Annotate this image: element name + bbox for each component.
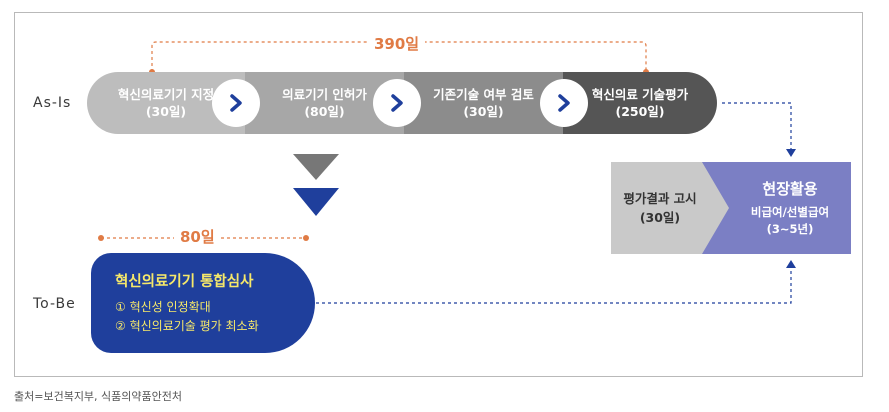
to-be-item-1: ① 혁신성 인정확대 xyxy=(115,300,211,314)
notice-box: 평가결과 고시 (30일) xyxy=(611,162,709,254)
source-caption: 출처=보건복지부, 식품의약품안전처 xyxy=(14,390,183,403)
step-days: (250일) xyxy=(615,104,665,119)
to-be-title: 혁신의료기기 통합심사 xyxy=(115,274,254,290)
step-days: (30일) xyxy=(145,104,187,119)
as-is-step-4: 혁신의료 기술평가 (250일) xyxy=(563,72,717,134)
arrow-head-icon xyxy=(786,260,796,268)
arrow-down-triangle-icon xyxy=(293,188,339,216)
field-use-shape xyxy=(702,162,851,254)
as-is-to-result-connector xyxy=(722,102,792,150)
as-is-duration-bracket xyxy=(151,41,647,72)
field-use-box: 현장활용 비급여/선별급여 (3~5년) xyxy=(729,162,851,254)
as-is-label: As-Is xyxy=(33,95,72,111)
to-be-to-result-connector xyxy=(316,267,792,304)
as-is-step-3: 기존기술 여부 검토 (30일) xyxy=(404,72,563,134)
to-be-item-2: ② 혁신의료기술 평가 최소화 xyxy=(115,319,259,333)
notice-title: 평가결과 고시 xyxy=(623,191,697,206)
arrow-head-icon xyxy=(786,149,796,157)
field-use-sub: 비급여/선별급여 xyxy=(750,205,830,219)
arrow-down-triangle-icon xyxy=(293,154,339,180)
chevron-right-icon xyxy=(373,79,421,127)
step-title: 혁신의료기기 지정 xyxy=(117,87,215,102)
step-days: (80일) xyxy=(304,104,345,119)
chevron-right-icon xyxy=(212,79,260,127)
chevron-right-icon xyxy=(540,79,588,127)
field-use-title: 현장활용 xyxy=(762,180,818,198)
notice-days: (30일) xyxy=(639,210,681,225)
to-be-integrated-review-box: 혁신의료기기 통합심사 ① 혁신성 인정확대 ② 혁신의료기술 평가 최소화 xyxy=(91,253,315,353)
step-title: 의료기기 인허가 xyxy=(282,87,367,102)
as-is-total-days: 390일 xyxy=(368,33,426,54)
field-use-years: (3~5년) xyxy=(766,222,814,236)
notice-chevron-shape xyxy=(611,162,736,254)
step-days: (30일) xyxy=(463,104,504,119)
step-title: 기존기술 여부 검토 xyxy=(433,87,534,102)
to-be-label: To-Be xyxy=(33,296,76,312)
step-title: 혁신의료 기술평가 xyxy=(591,87,689,102)
to-be-total-days: 80일 xyxy=(174,226,221,247)
